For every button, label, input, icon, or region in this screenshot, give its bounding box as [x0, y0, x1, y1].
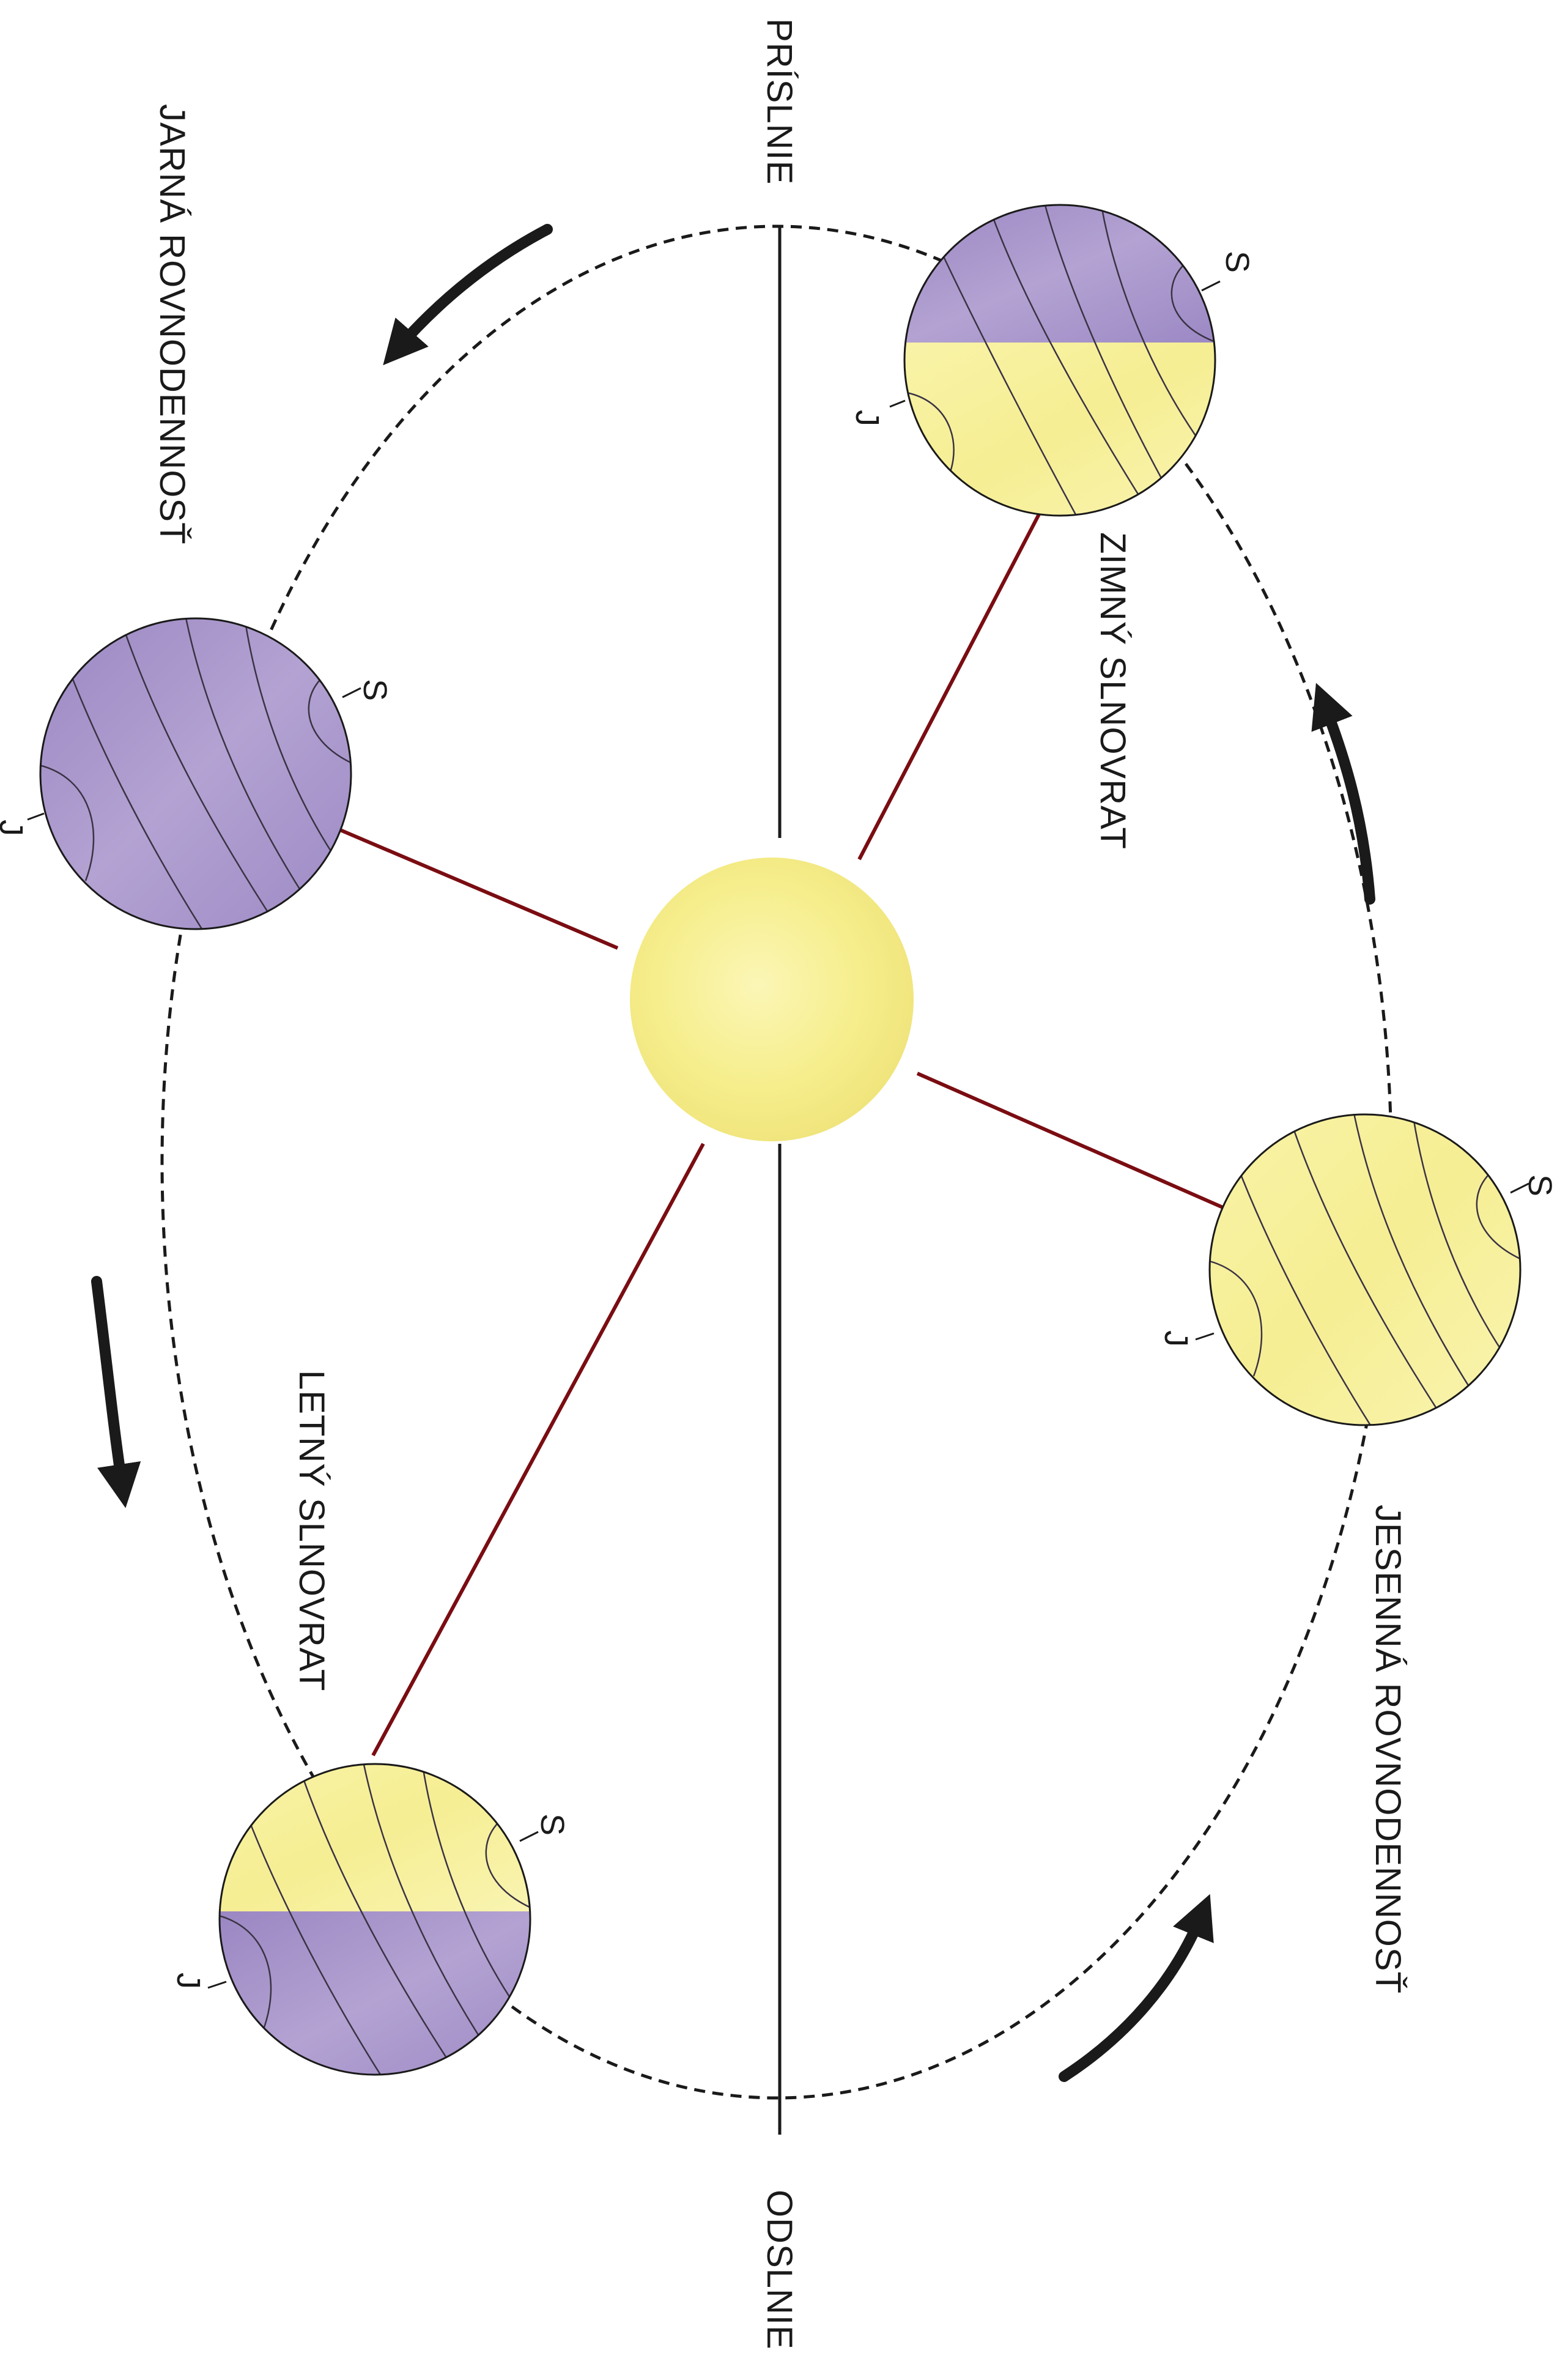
- label-perihelion: PRÍSLNIE: [760, 18, 799, 185]
- pole-south-autumn: J: [1158, 1330, 1194, 1347]
- direction-arrow-top-left: [383, 224, 553, 366]
- direction-arrow-right: [1311, 683, 1375, 905]
- pole-south-winter: J: [849, 410, 886, 426]
- ray-spring: [329, 824, 619, 950]
- earth-summer-solstice: [207, 1763, 539, 2076]
- label-aphelion: ODSLNIE: [760, 2190, 799, 2350]
- label-spring-equinox: JARNÁ ROVNODENNOSŤ: [152, 104, 192, 545]
- earth-spring-equinox: [27, 617, 361, 930]
- direction-arrow-left: [91, 1276, 141, 1508]
- pole-north-summer: S: [534, 1814, 571, 1836]
- ray-winter: [857, 494, 1051, 861]
- label-autumn-equinox: JESENNÁ ROVNODENNOSŤ: [1368, 1505, 1408, 1994]
- pole-north-winter: S: [1219, 251, 1256, 273]
- earth-winter-solstice: [889, 204, 1221, 517]
- ray-summer: [371, 1143, 705, 1757]
- direction-arrow-bottom-right: [1059, 1894, 1214, 2082]
- label-summer-solstice: LETNÝ SLNOVRAT: [292, 1370, 331, 1691]
- pole-south-spring: J: [0, 820, 29, 836]
- sun: [630, 858, 914, 1141]
- earth-autumn-equinox: [1195, 1113, 1529, 1426]
- pole-south-summer: J: [170, 1973, 207, 1989]
- pole-north-autumn: S: [1522, 1174, 1558, 1196]
- label-winter-solstice: ZIMNÝ SLNOVRAT: [1093, 532, 1133, 850]
- pole-north-spring: S: [357, 679, 393, 701]
